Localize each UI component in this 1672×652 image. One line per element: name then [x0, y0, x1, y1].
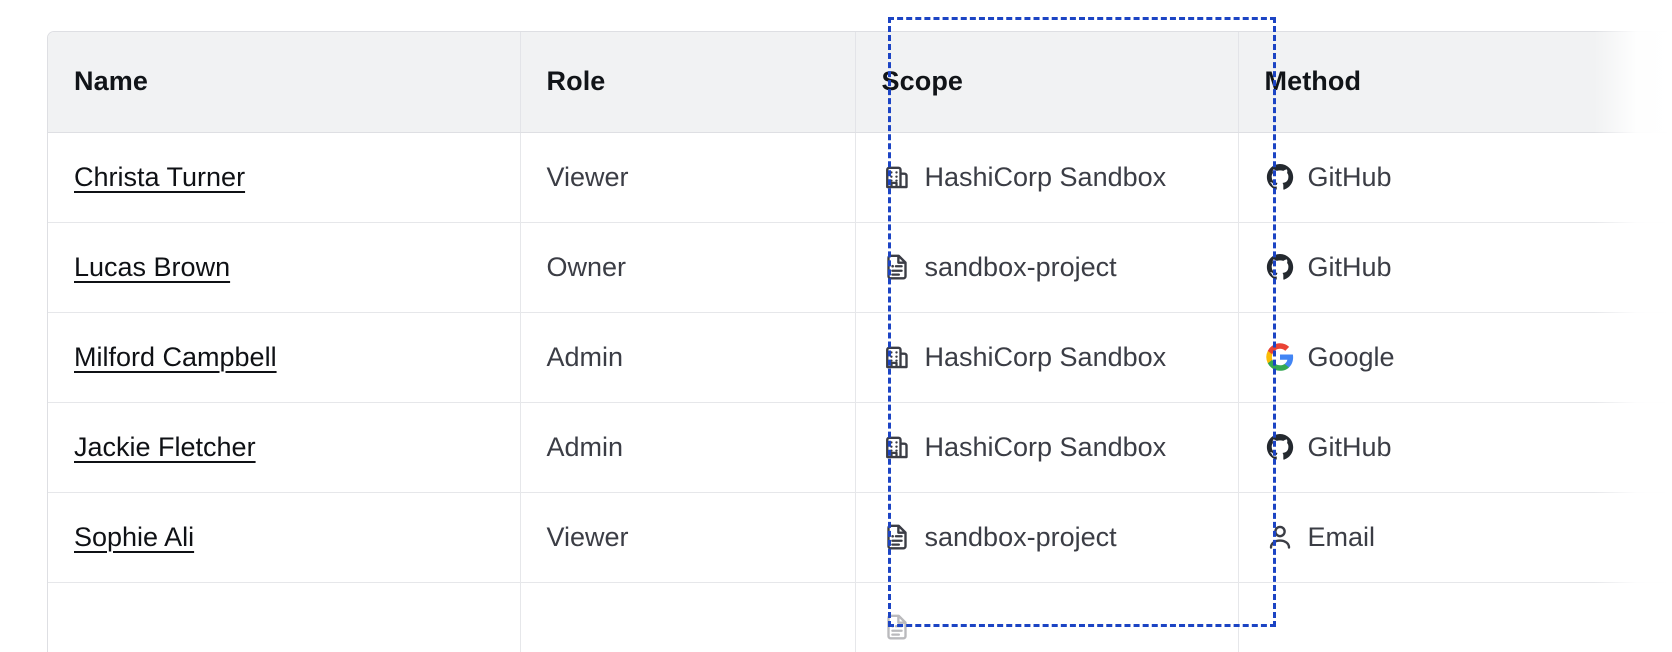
method-label: Email [1307, 521, 1376, 552]
user-person-icon [1265, 522, 1295, 552]
scope-value-group: HashiCorp Sandbox [882, 342, 1238, 372]
method-value-group: GitHub [1265, 252, 1672, 282]
scope-value-group: sandbox-project [882, 252, 1238, 282]
project-document-icon [882, 612, 912, 642]
cell-scope: HashiCorp Sandbox [855, 132, 1239, 223]
google-icon [1265, 342, 1295, 372]
github-icon [1265, 252, 1295, 282]
table-row[interactable] [48, 582, 1672, 652]
table-row[interactable]: Christa Turner Viewer HashiCorp Sandbox Git… [48, 132, 1672, 223]
cell-method: Google [1238, 312, 1672, 403]
role-value: Owner [546, 251, 627, 282]
cell-scope: HashiCorp Sandbox [855, 402, 1239, 493]
table-row[interactable]: Sophie Ali Viewer sandbox-project Email [48, 492, 1672, 583]
github-icon [1265, 432, 1295, 462]
cell-method: GitHub [1238, 222, 1672, 313]
cell-name: Christa Turner [48, 132, 521, 223]
table-header: Name Role Scope Method [48, 32, 1672, 133]
scope-label: HashiCorp Sandbox [924, 161, 1167, 192]
scope-label: HashiCorp Sandbox [924, 341, 1167, 372]
column-header-role[interactable]: Role [520, 32, 856, 133]
member-name-link[interactable]: Jackie Fletcher [74, 431, 256, 462]
method-label: Google [1307, 341, 1395, 372]
column-header-method[interactable]: Method [1238, 32, 1672, 133]
organization-building-icon [882, 432, 912, 462]
scope-value-group [882, 612, 1238, 642]
organization-building-icon [882, 162, 912, 192]
cell-scope [855, 582, 1239, 652]
cell-role: Viewer [520, 492, 856, 583]
method-label: GitHub [1307, 251, 1392, 282]
cell-role: Admin [520, 402, 856, 493]
cell-method [1238, 582, 1672, 652]
cell-scope: sandbox-project [855, 222, 1239, 313]
cell-role: Owner [520, 222, 856, 313]
scope-value-group: sandbox-project [882, 522, 1238, 552]
scope-label: HashiCorp Sandbox [924, 431, 1167, 462]
table-header-row: Name Role Scope Method [48, 32, 1672, 133]
cell-method: GitHub [1238, 402, 1672, 493]
cell-name: Jackie Fletcher [48, 402, 521, 493]
cell-method: GitHub [1238, 132, 1672, 223]
role-value: Admin [546, 341, 624, 372]
cell-scope: sandbox-project [855, 492, 1239, 583]
cell-scope: HashiCorp Sandbox [855, 312, 1239, 403]
table-row[interactable]: Lucas Brown Owner sandbox-project GitHub [48, 222, 1672, 313]
cell-name: Lucas Brown [48, 222, 521, 313]
github-icon [1265, 162, 1295, 192]
table-row[interactable]: Milford Campbell Admin HashiCorp Sandbox Go… [48, 312, 1672, 403]
method-label: GitHub [1307, 161, 1392, 192]
scope-label: sandbox-project [924, 251, 1117, 282]
method-value-group: Google [1265, 342, 1672, 372]
cell-role: Admin [520, 312, 856, 403]
scope-label: sandbox-project [924, 521, 1117, 552]
table-row[interactable]: Jackie Fletcher Admin HashiCorp Sandbox Git… [48, 402, 1672, 493]
cell-name [48, 582, 521, 652]
column-header-scope[interactable]: Scope [855, 32, 1239, 133]
project-document-icon [882, 252, 912, 282]
method-value-group: GitHub [1265, 432, 1672, 462]
project-document-icon [882, 522, 912, 552]
cell-role: Viewer [520, 132, 856, 223]
member-name-link[interactable]: Sophie Ali [74, 521, 195, 552]
cell-name: Sophie Ali [48, 492, 521, 583]
role-value: Viewer [546, 161, 629, 192]
cell-method: Email [1238, 492, 1672, 583]
method-value-group: Email [1265, 522, 1672, 552]
role-value: Admin [546, 431, 624, 462]
role-value: Viewer [546, 521, 629, 552]
scope-value-group: HashiCorp Sandbox [882, 162, 1238, 192]
cell-name: Milford Campbell [48, 312, 521, 403]
method-value-group: GitHub [1265, 162, 1672, 192]
cell-role [520, 582, 856, 652]
column-header-name[interactable]: Name [48, 32, 521, 133]
member-name-link[interactable]: Milford Campbell [74, 341, 277, 372]
member-name-link[interactable]: Lucas Brown [74, 251, 231, 282]
method-label: GitHub [1307, 431, 1392, 462]
organization-building-icon [882, 342, 912, 372]
member-name-link[interactable]: Christa Turner [74, 161, 246, 192]
scope-value-group: HashiCorp Sandbox [882, 432, 1238, 462]
